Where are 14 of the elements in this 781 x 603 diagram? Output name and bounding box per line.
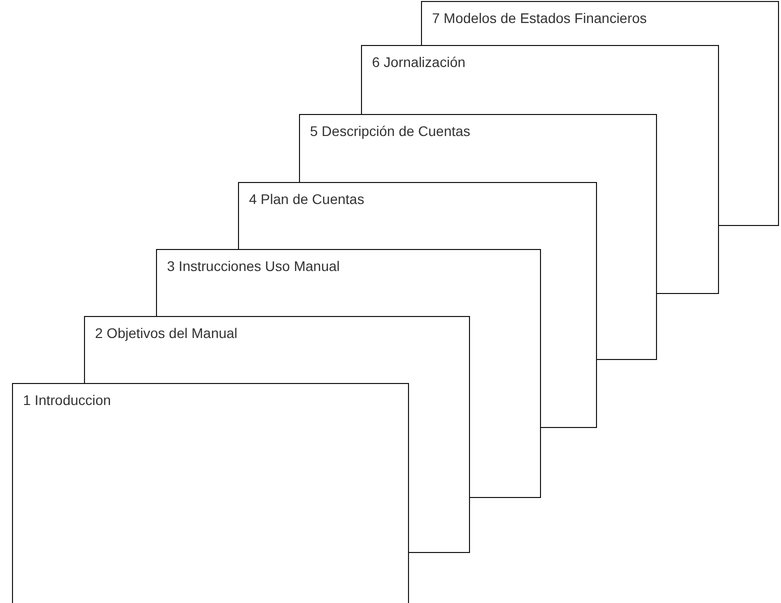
section-title: 6 Jornalización (372, 54, 466, 70)
section-page (421, 1, 779, 45)
section-page (361, 45, 719, 114)
section-page (84, 316, 470, 383)
section-title: 1 Introduccion (23, 392, 111, 408)
section-page (12, 383, 409, 603)
section-title: 3 Instrucciones Uso Manual (167, 258, 340, 274)
section-page (238, 182, 597, 249)
section-page (299, 114, 657, 182)
section-page (156, 249, 541, 316)
section-title: 7 Modelos de Estados Financieros (432, 10, 647, 26)
section-title: 4 Plan de Cuentas (249, 191, 364, 207)
section-title: 5 Descripción de Cuentas (310, 123, 470, 139)
section-title: 2 Objetivos del Manual (95, 325, 238, 341)
